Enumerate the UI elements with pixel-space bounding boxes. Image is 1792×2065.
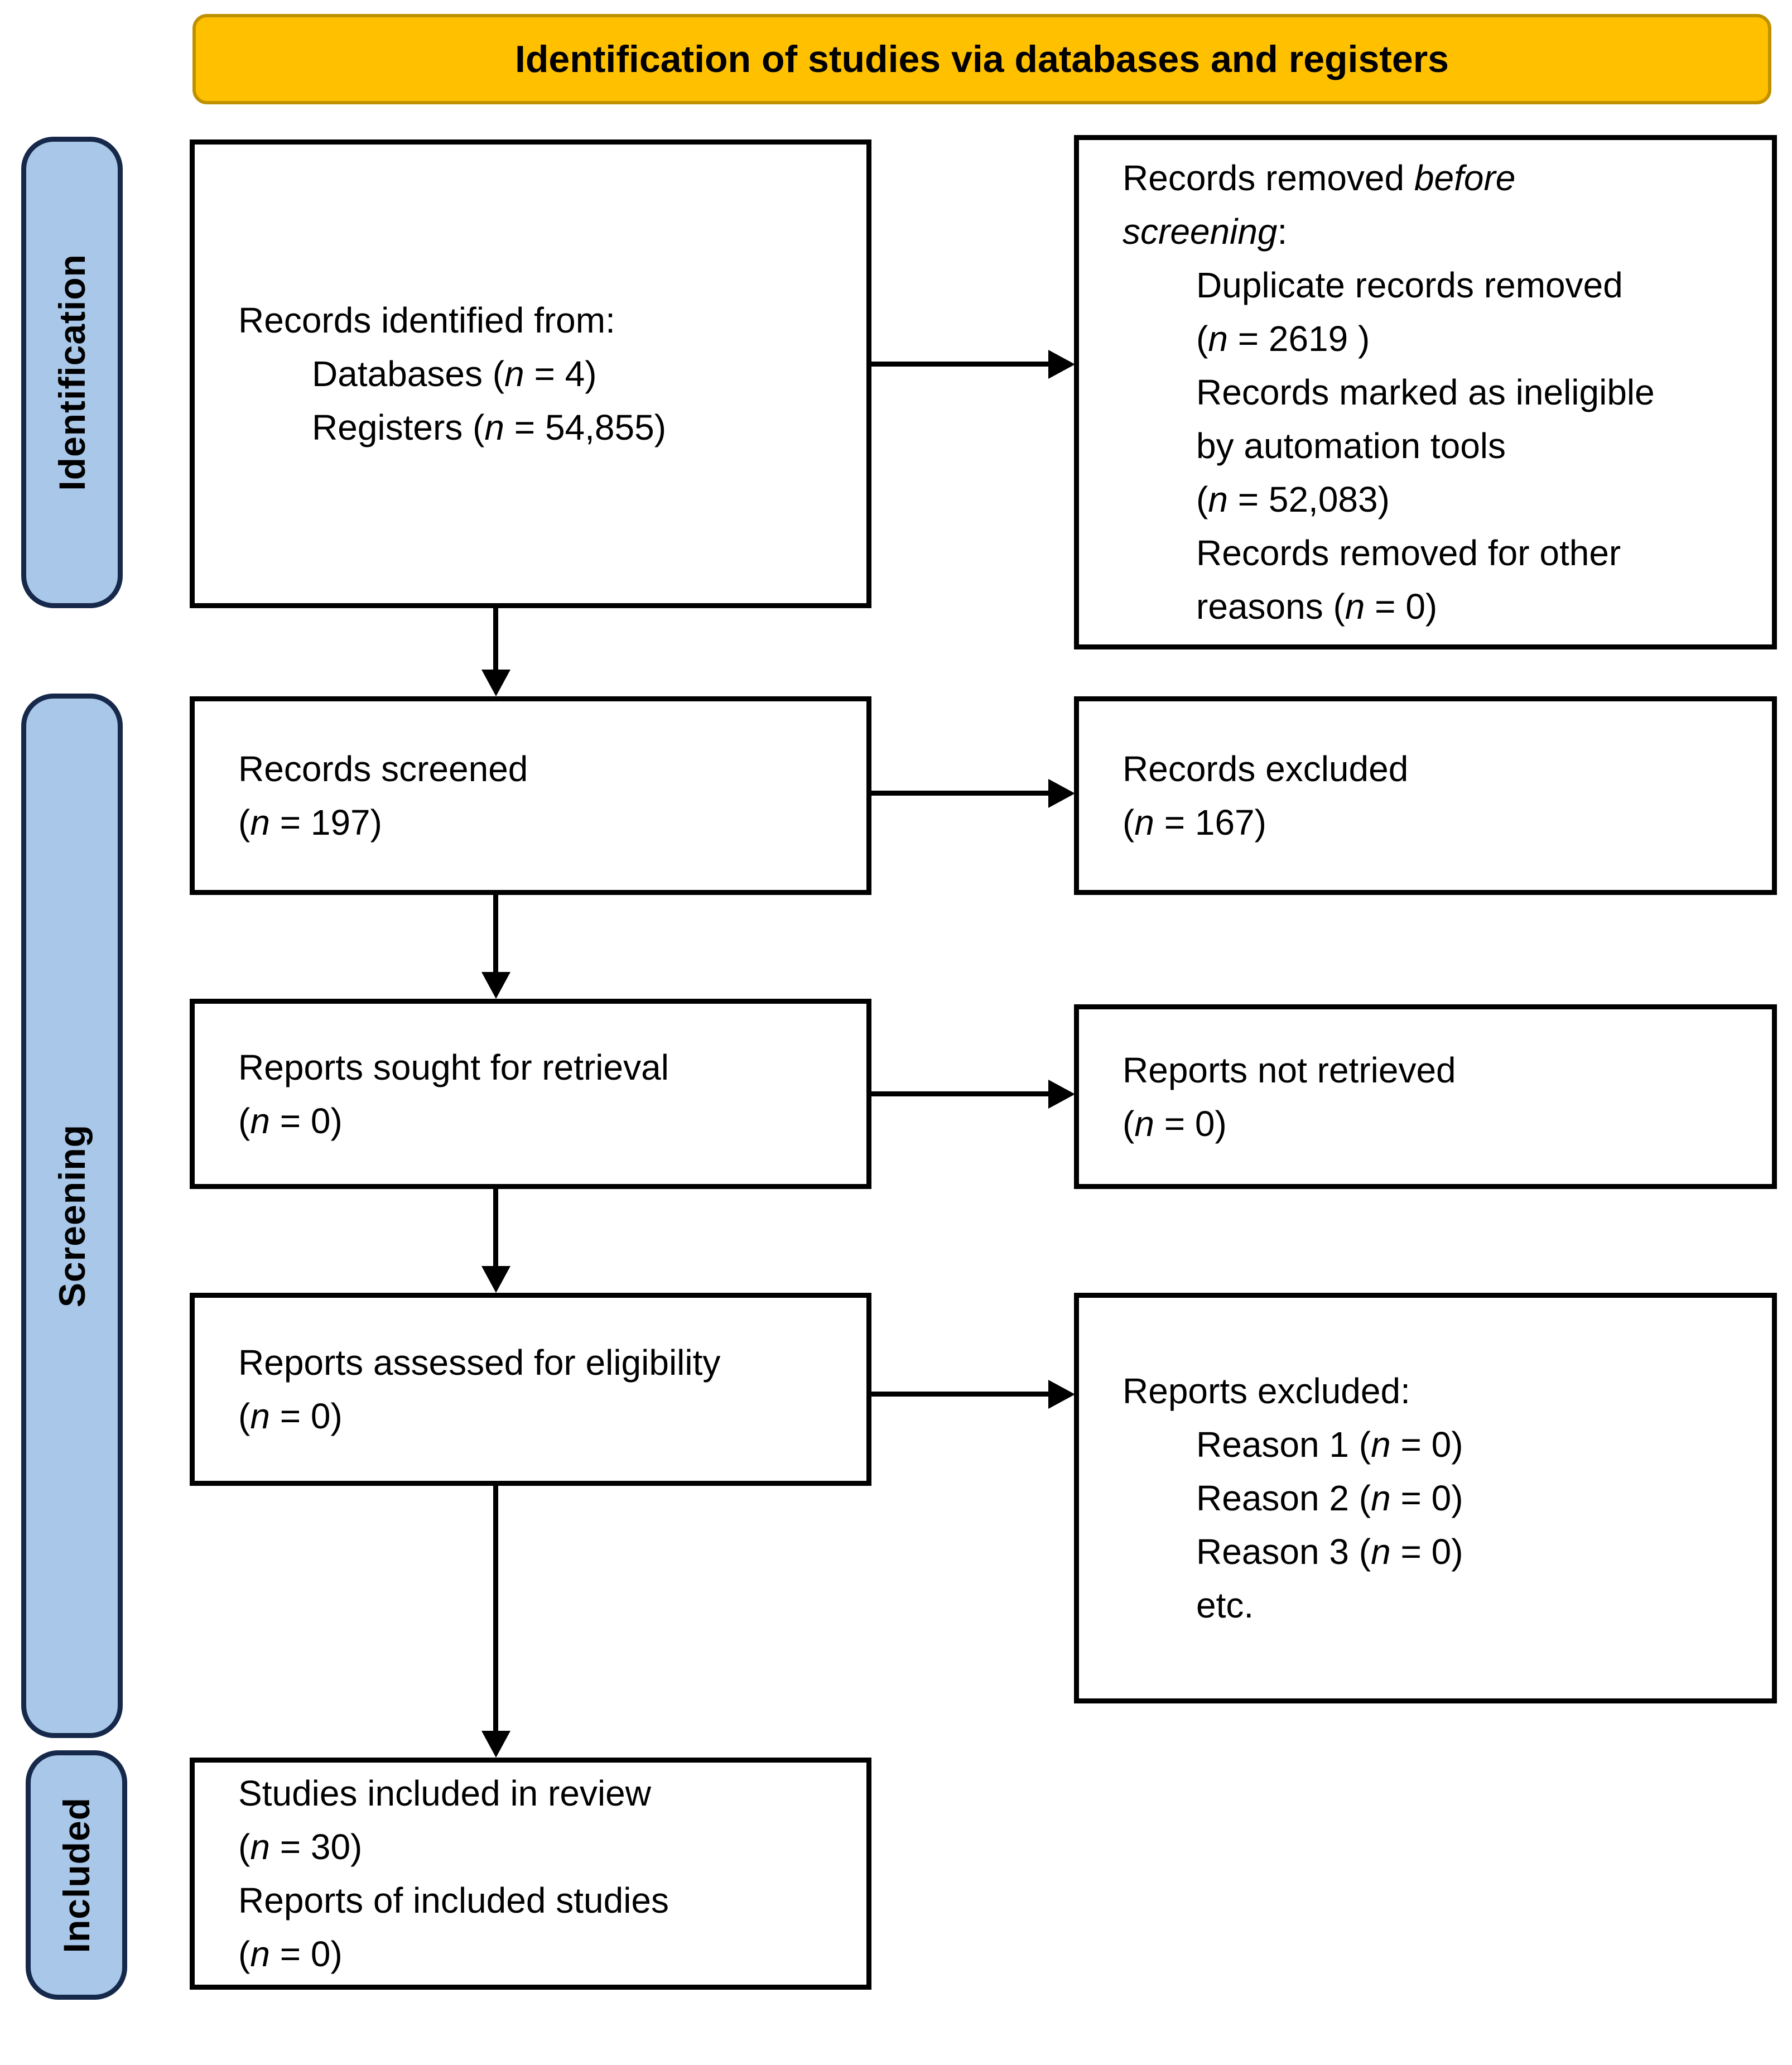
phase-label-screening: Screening xyxy=(21,694,123,1738)
box-text-line: (n = 0) xyxy=(238,1100,343,1141)
box-text-line: (n = 52,083) xyxy=(1196,479,1390,519)
box-text-line: by automation tools xyxy=(1196,426,1506,466)
box-text-line: (n = 2619 ) xyxy=(1196,319,1370,359)
box-text-line: (n = 0) xyxy=(238,1934,343,1974)
arrow-assessed-to-reports-excluded xyxy=(871,1380,1075,1409)
box-text-line: reasons (n = 0) xyxy=(1196,586,1438,627)
box-records-excluded: Records excluded (n = 167) xyxy=(1074,696,1777,895)
box-records-removed-before-screening: Records removed before screening: Duplicat… xyxy=(1074,135,1777,649)
box-reports-sought: Reports sought for retrieval (n = 0) xyxy=(190,999,871,1189)
box-text-line: Records screened xyxy=(238,749,528,789)
box-text-line: Reports excluded: xyxy=(1123,1371,1410,1411)
box-reports-assessed: Reports assessed for eligibility (n = 0) xyxy=(190,1293,871,1486)
arrow-screened-to-excluded xyxy=(871,779,1075,808)
box-text-line: Reports sought for retrieval xyxy=(238,1047,669,1087)
box-text-line: (n = 0) xyxy=(238,1396,343,1436)
box-text-line: Records identified from: xyxy=(238,300,615,340)
box-text-line: (n = 167) xyxy=(1123,802,1266,843)
title-banner-text: Identification of studies via databases … xyxy=(514,38,1449,80)
box-text-line: Records removed before xyxy=(1123,158,1516,198)
box-records-identified: Records identified from: Databases (n = 4… xyxy=(190,139,871,608)
box-text-line: etc. xyxy=(1196,1585,1254,1625)
arrow-identified-to-screened xyxy=(481,608,510,696)
box-text-line: Reason 2 (n = 0) xyxy=(1196,1478,1463,1518)
box-text-line: Registers (n = 54,855) xyxy=(312,407,666,447)
box-text-line: (n = 197) xyxy=(238,802,382,843)
box-reports-not-retrieved: Reports not retrieved (n = 0) xyxy=(1074,1004,1777,1189)
box-text-line: Records removed for other xyxy=(1196,533,1621,573)
box-studies-included: Studies included in review (n = 30) Report… xyxy=(190,1758,871,1990)
box-text-line: Reports assessed for eligibility xyxy=(238,1342,721,1383)
box-text-line: Reason 3 (n = 0) xyxy=(1196,1532,1463,1572)
arrow-identified-to-removed xyxy=(871,350,1075,379)
box-text-line: Databases (n = 4) xyxy=(312,354,597,394)
arrow-screened-to-sought xyxy=(481,895,510,999)
phase-label-included: Included xyxy=(26,1750,127,2000)
box-text-line: (n = 30) xyxy=(238,1827,363,1867)
box-text-line: Reason 1 (n = 0) xyxy=(1196,1424,1463,1465)
phase-label-included-text: Included xyxy=(56,1797,97,1953)
box-text-line: screening: xyxy=(1123,211,1288,252)
box-reports-excluded: Reports excluded: Reason 1 (n = 0) Reason … xyxy=(1074,1293,1777,1703)
title-banner: Identification of studies via databases … xyxy=(192,14,1771,104)
phase-label-screening-text: Screening xyxy=(51,1124,93,1308)
box-text-line: Duplicate records removed xyxy=(1196,265,1623,305)
arrow-sought-to-not-retrieved xyxy=(871,1080,1075,1109)
box-text-line: Studies included in review xyxy=(238,1773,651,1813)
box-records-screened: Records screened (n = 197) xyxy=(190,696,871,895)
box-text-line: Reports of included studies xyxy=(238,1880,669,1920)
box-text-line: Records marked as ineligible xyxy=(1196,372,1655,412)
phase-label-identification-text: Identification xyxy=(51,254,93,491)
box-text-line: Reports not retrieved xyxy=(1123,1050,1456,1090)
box-text-line: (n = 0) xyxy=(1123,1103,1227,1144)
phase-label-identification: Identification xyxy=(21,137,123,608)
arrow-assessed-to-included xyxy=(481,1486,510,1758)
box-text-line: Records excluded xyxy=(1123,749,1409,789)
arrow-sought-to-assessed xyxy=(481,1189,510,1293)
